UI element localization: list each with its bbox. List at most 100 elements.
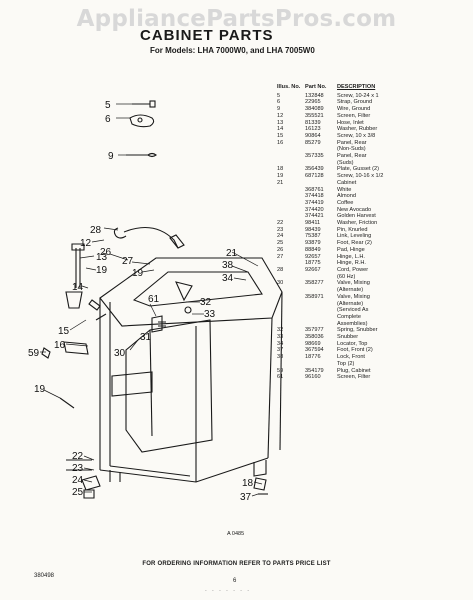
illus-no-cell: 14 — [277, 126, 284, 133]
callout-34: 34 — [222, 273, 234, 284]
description-cell: Screw, 10 x 3/8 — [337, 132, 376, 139]
description-cell: Foot, Front (2) — [337, 347, 373, 354]
description-cell: Panel, Rear (Suds) — [337, 153, 367, 166]
callout-25: 25 — [72, 487, 84, 498]
part-no-cell: 374419 — [305, 199, 324, 206]
col-part-no: Part No. — [305, 84, 327, 90]
illus-no-cell: 23 — [277, 226, 284, 233]
description-cell: Valve, Mixing (Alternate) — [337, 280, 370, 294]
part-no-cell: 368761 — [305, 186, 324, 193]
parts-list-header: Illus. No. Part No. DESCRIPTION — [277, 84, 471, 91]
description-cell: New Avocado — [337, 206, 372, 213]
page-subtitle: For Models: LHA 7000W0, and LHA 7005W0 — [150, 46, 315, 55]
description-cell: Screen, Filter — [337, 112, 371, 119]
illus-no-cell: 22 — [277, 220, 284, 227]
part-no-cell: 358971 — [305, 293, 324, 300]
description-cell: Golden Harvest — [337, 213, 376, 220]
part-no-cell: 356439 — [305, 166, 324, 173]
part-no-cell: 357335 — [305, 153, 324, 160]
callout-27: 27 — [122, 256, 134, 267]
part-no-cell — [305, 180, 337, 187]
illus-no-cell — [277, 200, 305, 207]
illus-no-cell: 24 — [277, 233, 284, 240]
callout-59: 59 — [28, 348, 40, 359]
col-description: DESCRIPTION — [337, 84, 376, 90]
part-no-cell: 687128 — [305, 173, 324, 180]
callout-13: 13 — [96, 252, 108, 263]
part-no-cell: 367594 — [305, 347, 324, 354]
part-no-cell: 92657 — [305, 253, 321, 260]
description-cell: Hinge, L.H. — [337, 253, 365, 260]
part-no-cell: 75387 — [305, 233, 321, 240]
screw-strap-assembly — [129, 100, 156, 128]
description-cell: Locator, Top — [337, 340, 368, 347]
part-no-cell: 98669 — [305, 340, 321, 347]
illus-no-cell: 25 — [277, 240, 284, 247]
part-no-cell: 18775 — [305, 260, 321, 267]
illus-no-cell: 61 — [277, 374, 284, 381]
description-cell: Cord, Power (60 Hz) — [337, 266, 369, 280]
col-illus-no: Illus. No. — [277, 84, 301, 90]
callout-33: 33 — [204, 309, 216, 320]
description-cell: Pin, Knurled — [337, 226, 368, 233]
illus-no-cell: 19 — [277, 173, 284, 180]
description-cell: Valve, Mixing (Alternate) (Serviced As C… — [337, 293, 370, 327]
callout-15: 15 — [58, 326, 70, 337]
description-cell: White — [337, 186, 352, 193]
illus-no-cell: 30 — [277, 280, 284, 287]
part-no-cell: 92667 — [305, 266, 321, 273]
illus-no-cell: 59 — [277, 367, 284, 374]
callout-61: 61 — [148, 294, 160, 305]
callout-24: 24 — [72, 475, 84, 486]
bottom-scribble: - - - - - - - — [205, 588, 251, 594]
illus-no-cell: 34 — [277, 340, 284, 347]
illus-no-cell: 28 — [277, 266, 284, 273]
page-title: CABINET PARTS — [140, 27, 274, 44]
part-no-cell: 374421 — [305, 213, 324, 220]
description-cell: Strap, Ground — [337, 99, 373, 106]
rear-panel-parts — [41, 299, 107, 409]
table-row: 368761 White — [277, 187, 471, 194]
table-row: 374419 Coffee — [277, 200, 471, 207]
illus-no-cell: 12 — [277, 112, 284, 119]
description-cell: Snubber — [337, 334, 359, 341]
part-no-cell: 98439 — [305, 226, 321, 233]
callout-30: 30 — [114, 348, 126, 359]
illus-no-cell: 13 — [277, 119, 284, 126]
description-cell: Coffee — [337, 199, 354, 206]
description-cell: Screw, 10-24 x 1 — [337, 92, 379, 99]
callout-14: 14 — [72, 282, 84, 293]
part-no-cell: 374418 — [305, 193, 324, 200]
figure-code: A 0485 — [227, 531, 245, 537]
callout-28: 28 — [90, 225, 102, 236]
document-number: 380498 — [34, 573, 55, 579]
cabinet-body — [99, 257, 283, 483]
ordering-footer: FOR ORDERING INFORMATION REFER TO PARTS … — [142, 561, 331, 567]
callout-5: 5 — [105, 100, 111, 111]
description-cell: Hose, Inlet — [337, 119, 364, 126]
description-cell: Wire, Ground — [337, 106, 371, 113]
table-row: 374421 Golden Harvest — [277, 213, 471, 220]
part-no-cell: 132848 — [305, 92, 324, 99]
illus-no-cell — [277, 260, 305, 267]
front-foot-assembly — [253, 477, 268, 495]
description-cell: Panel, Rear (Non-Suds) — [337, 139, 367, 153]
part-no-cell: 90864 — [305, 132, 321, 139]
part-no-cell: 93879 — [305, 240, 321, 247]
